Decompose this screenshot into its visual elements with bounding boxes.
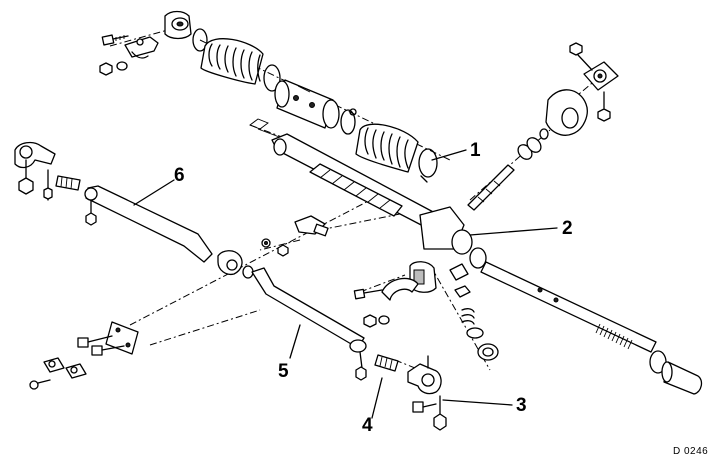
tie-rod-adjuster-right xyxy=(355,351,399,381)
rack-end-cap xyxy=(661,361,703,395)
rack-housing xyxy=(271,133,487,269)
right-bolt-top xyxy=(569,42,593,71)
pinion-seal xyxy=(517,137,542,160)
small-washer-right xyxy=(539,128,549,140)
yoke-spring-assembly xyxy=(449,263,499,361)
mount-bushing-left xyxy=(164,10,192,40)
left-mounting-clamp xyxy=(124,36,159,59)
clamp-nut-washer xyxy=(363,314,390,328)
rack-clamp xyxy=(381,277,419,301)
mount-bushing-right xyxy=(583,61,619,91)
lock-plate xyxy=(105,321,139,355)
lower-left-screw xyxy=(29,379,51,390)
rack-sleeve-tube xyxy=(274,79,340,129)
boot-clip-left-top xyxy=(192,28,208,52)
callout-1: 1 xyxy=(470,140,481,161)
center-washers xyxy=(261,238,289,257)
boot-clip-right xyxy=(418,148,438,183)
bellows-boot-right xyxy=(355,123,419,173)
left-bolt xyxy=(101,34,129,46)
center-bracket xyxy=(294,215,329,237)
tie-rod-end-lower-right xyxy=(407,355,447,431)
tie-rod-end-bolt-right xyxy=(412,401,437,413)
tie-rod-adjuster-left xyxy=(43,169,81,201)
tie-rod-upper xyxy=(84,185,213,263)
callout-6: 6 xyxy=(174,165,185,186)
tie-rod-inner-joint xyxy=(217,250,254,279)
pinion-dust-cover xyxy=(545,89,588,136)
lock-plate-bolt-1 xyxy=(77,335,113,348)
assembly-centerlines xyxy=(109,27,611,379)
callout-3: 3 xyxy=(516,395,527,416)
right-nut-bottom xyxy=(597,91,611,122)
leader-lines xyxy=(133,149,558,419)
lock-plate-bolt-2 xyxy=(91,345,125,356)
rack-shaft xyxy=(480,261,657,353)
lock-washer-set xyxy=(43,357,87,379)
drawing-code: D 0246 xyxy=(673,446,709,457)
callout-5: 5 xyxy=(278,361,289,382)
bellows-boot-left xyxy=(200,38,264,85)
left-nut-washer xyxy=(99,61,128,76)
rack-sleeve-ring xyxy=(340,108,357,135)
pinion-shaft xyxy=(467,164,515,211)
callout-4: 4 xyxy=(362,415,373,436)
callout-2: 2 xyxy=(562,218,573,239)
clamp-bolt xyxy=(353,288,383,300)
rack-housing-bracket xyxy=(249,118,283,139)
tie-rod-lower xyxy=(251,267,367,353)
tie-rod-end-upper-left xyxy=(14,141,56,195)
boot-clip-left-inner xyxy=(263,64,281,92)
